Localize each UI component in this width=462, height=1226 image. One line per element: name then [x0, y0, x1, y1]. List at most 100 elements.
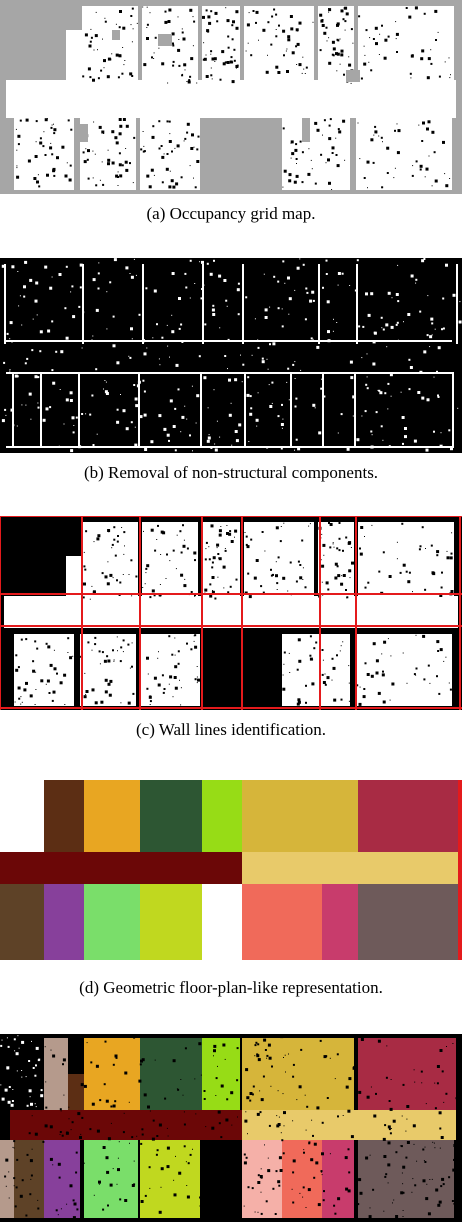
obstacle-point [275, 13, 278, 16]
structural-point [450, 447, 453, 451]
obstacle-point [337, 1197, 341, 1201]
structural-point [425, 448, 429, 452]
obstacle-point [45, 1081, 47, 1083]
free-room [282, 634, 350, 706]
structural-point [371, 434, 373, 436]
structural-point [133, 258, 135, 260]
obstacle-point [94, 153, 96, 155]
obstacle-point [15, 1060, 18, 1063]
obstacle-point [82, 75, 85, 78]
obstacle-point [73, 1202, 77, 1206]
obstacle-point [375, 1092, 377, 1095]
obstacle-point [186, 1195, 190, 1199]
obstacle-point [336, 52, 340, 56]
obstacle-point [257, 1211, 259, 1213]
obstacle-point [210, 74, 213, 77]
structural-point [326, 300, 330, 304]
free-point [0, 1084, 2, 1086]
structural-point [81, 413, 84, 415]
segmented-room [242, 1140, 282, 1218]
obstacle-point [158, 651, 159, 653]
obstacle-point [52, 1164, 54, 1166]
obstacle-point [444, 173, 446, 175]
obstacle-point [322, 681, 326, 684]
structural-point [113, 258, 117, 262]
obstacle-point [345, 536, 348, 539]
obstacle-point [211, 566, 214, 569]
structural-point [9, 338, 11, 340]
obstacle-point [140, 148, 143, 151]
obstacle-point [287, 590, 289, 592]
obstacle-point [231, 80, 235, 84]
obstacle-point [178, 39, 180, 40]
obstacle-point [171, 653, 174, 656]
structural-point [75, 416, 78, 419]
obstacle-point [211, 590, 215, 594]
structural-point [269, 343, 271, 346]
obstacle-point [245, 50, 247, 52]
obstacle-point [295, 28, 299, 32]
obstacle-point [124, 1071, 128, 1075]
structural-point [415, 282, 417, 284]
obstacle-point [413, 1069, 415, 1071]
obstacle-point [295, 580, 298, 583]
obstacle-point [329, 1057, 331, 1059]
obstacle-point [53, 123, 54, 125]
obstacle-point [51, 699, 54, 702]
obstacle-point [245, 1068, 249, 1072]
obstacle-point [52, 1054, 56, 1058]
obstacle-point [423, 12, 426, 15]
obstacle-point [118, 152, 121, 155]
segmented-room [84, 1140, 138, 1218]
obstacle-point [213, 1193, 216, 1196]
obstacle-point [283, 1125, 285, 1127]
obstacle-point [186, 122, 190, 126]
obstacle-point [334, 576, 338, 580]
obstacle-point [315, 641, 318, 644]
obstacle-point [424, 1146, 426, 1148]
free-point [34, 1074, 37, 1077]
obstacle-point [226, 61, 230, 64]
unknown-area [346, 70, 360, 82]
obstacle-point [382, 141, 383, 143]
obstacle-point [219, 78, 222, 81]
obstacle-point [432, 1141, 434, 1143]
obstacle-point [441, 1070, 444, 1073]
free-room [356, 634, 452, 706]
obstacle-point [433, 151, 436, 154]
structural-point [138, 313, 141, 316]
obstacle-point [368, 61, 370, 63]
structural-point [249, 412, 253, 416]
obstacle-point [70, 1129, 72, 1131]
structural-point [320, 387, 323, 390]
obstacle-point [169, 170, 171, 172]
obstacle-point [352, 1066, 356, 1070]
obstacle-point [183, 584, 187, 588]
obstacle-point [36, 647, 39, 650]
obstacle-point [172, 60, 175, 63]
obstacle-point [307, 1188, 311, 1192]
structural-point [214, 448, 218, 452]
structural-point [397, 300, 400, 303]
structural-point [159, 364, 161, 366]
obstacle-point [434, 179, 438, 183]
obstacle-point [150, 528, 154, 532]
obstacle-point [224, 1058, 226, 1060]
obstacle-point [107, 1137, 111, 1141]
structural-point [241, 381, 243, 383]
room-r12 [322, 884, 358, 960]
obstacle-point [46, 173, 49, 177]
obstacle-point [387, 1163, 391, 1167]
wall-segment [244, 372, 246, 448]
obstacle-point [323, 119, 326, 122]
obstacle-point [455, 1192, 457, 1194]
obstacle-point [64, 174, 68, 178]
obstacle-point [426, 127, 429, 131]
obstacle-point [255, 1041, 258, 1044]
obstacle-point [228, 532, 232, 536]
obstacle-point [133, 1160, 135, 1162]
obstacle-point [154, 36, 157, 39]
obstacle-point [347, 541, 351, 545]
obstacle-point [346, 596, 349, 599]
obstacle-point [166, 1165, 170, 1169]
